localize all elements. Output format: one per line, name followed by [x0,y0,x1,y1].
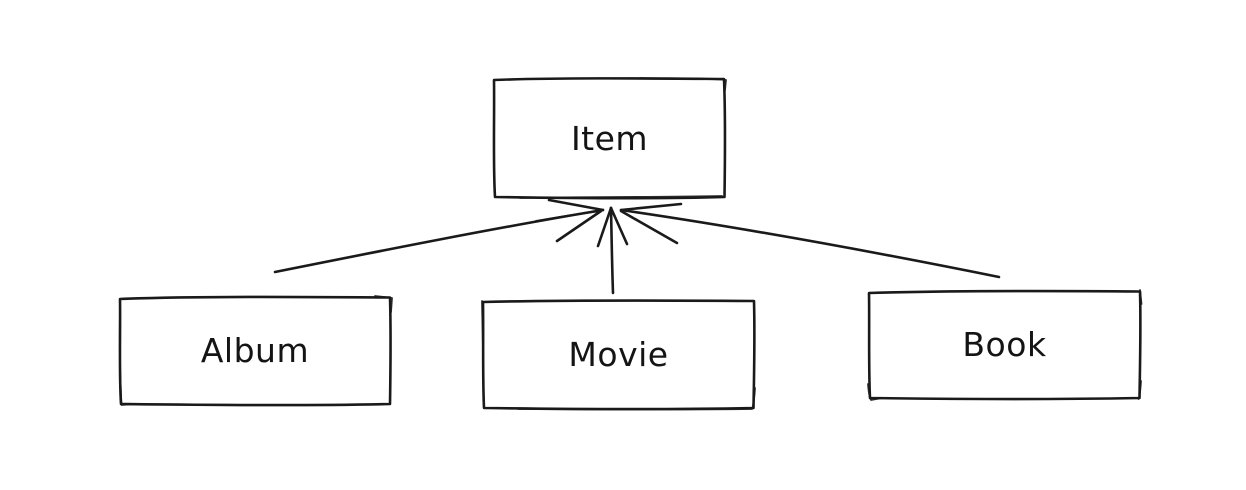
node-album[interactable]: Album [115,292,395,409]
node-label: Item [570,118,649,158]
node-label: Movie [568,335,669,374]
node-item[interactable]: Item [490,74,729,202]
node-movie[interactable]: Movie [478,296,759,413]
edge-movie-to-item[interactable] [596,206,629,295]
node-label: Book [962,325,1047,364]
node-box-outline [492,77,727,200]
node-box-outline [118,295,393,407]
node-box-outline [867,289,1143,401]
edge-album-to-item[interactable] [273,198,605,274]
node-label: Album [200,331,310,370]
edge-book-to-item[interactable] [619,202,1001,279]
node-book[interactable]: Book [864,286,1145,403]
node-box-outline [481,299,756,411]
